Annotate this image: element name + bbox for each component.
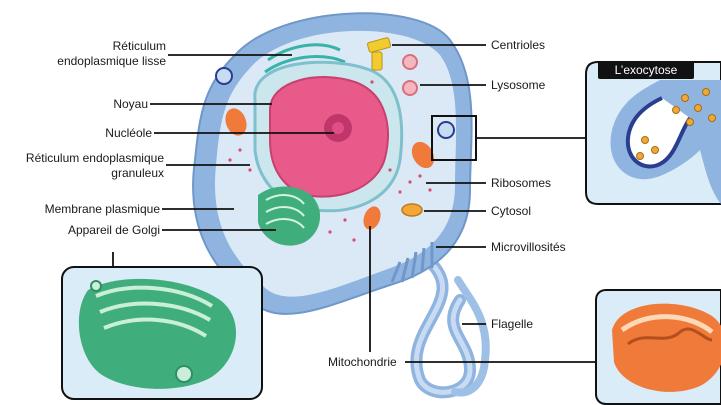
label-reticulum-lisse-line1: Réticulum [113, 39, 166, 54]
label-reticulum-lisse-line2: endoplasmique lisse [57, 54, 166, 69]
nucleus [270, 77, 388, 197]
exocytosis-inset-title: L’exocytose [598, 61, 694, 79]
label-flagelle: Flagelle [491, 317, 533, 332]
label-cytosol: Cytosol [491, 204, 531, 219]
label-appareil-golgi: Appareil de Golgi [68, 223, 160, 238]
label-centrioles: Centrioles [491, 38, 545, 53]
label-membrane-plasmique: Membrane plasmique [45, 202, 160, 217]
label-mitochondrie: Mitochondrie [328, 355, 397, 370]
label-noyau: Noyau [113, 97, 148, 112]
label-reticulum-granuleux-line2: granuleux [111, 166, 164, 181]
label-ribosomes: Ribosomes [491, 176, 551, 191]
exocytosis-inset [586, 62, 721, 204]
golgi-inset [62, 267, 262, 399]
label-microvillosites: Microvillosités [491, 240, 566, 255]
golgi [258, 186, 320, 245]
label-reticulum-granuleux-line1: Réticulum endoplasmique [26, 151, 164, 166]
label-lysosome: Lysosome [491, 78, 545, 93]
label-nucleole: Nucléole [105, 126, 152, 141]
mitochondria-inset [596, 290, 721, 404]
